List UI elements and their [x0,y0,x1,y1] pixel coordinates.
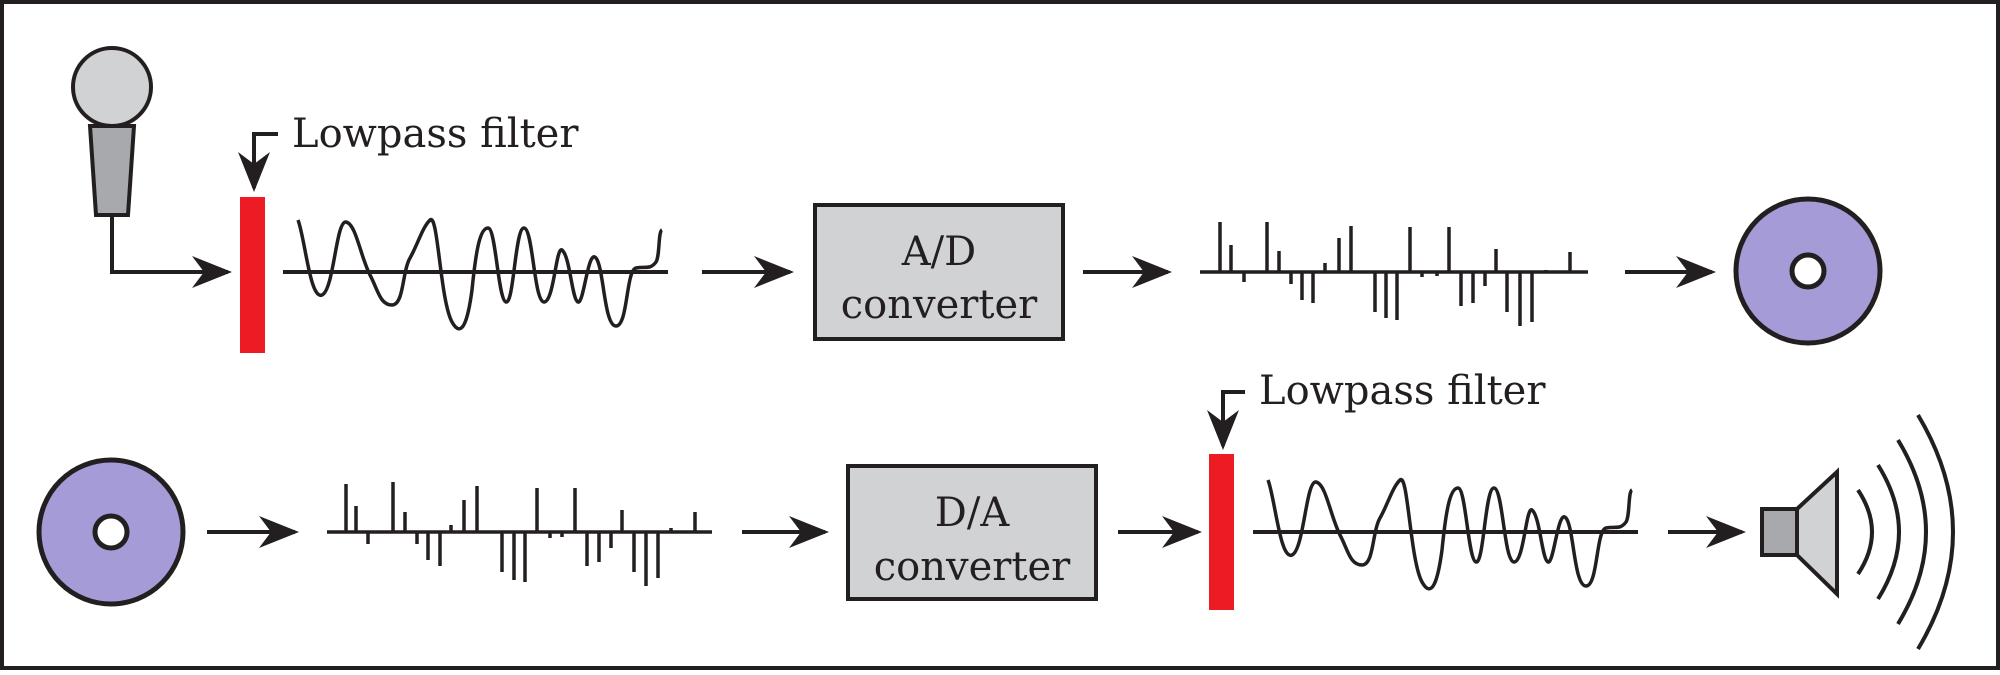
lowpass-filter-top [240,197,265,353]
ad-converter-box: A/D converter [813,203,1065,341]
lowpass-filter-label-top: Lowpass filter [292,111,579,157]
filter-pointer-bottom [1207,390,1245,450]
disc-icon [1733,196,1883,346]
da-converter-label-line2: converter [874,544,1071,590]
sampled-signal-top [1200,222,1588,326]
lowpass-filter-label-bottom: Lowpass filter [1259,368,1546,414]
da-converter-box: D/A converter [846,464,1098,601]
sound-waves-icon [1856,413,1955,651]
da-converter-label-line1: D/A [935,490,1011,536]
disc-icon [36,457,186,607]
mic-cable [110,215,232,288]
microphone-icon [71,46,153,217]
ad-converter-label-line2: converter [841,282,1038,328]
speaker-icon [1760,467,1839,599]
ad-converter-label-line1: A/D [901,229,976,275]
analog-waveform-top [283,218,668,331]
sampled-signal-bottom [327,482,712,586]
filter-pointer-top [238,132,278,192]
lowpass-filter-bottom [1209,454,1234,610]
analog-waveform-bottom [1253,478,1638,591]
